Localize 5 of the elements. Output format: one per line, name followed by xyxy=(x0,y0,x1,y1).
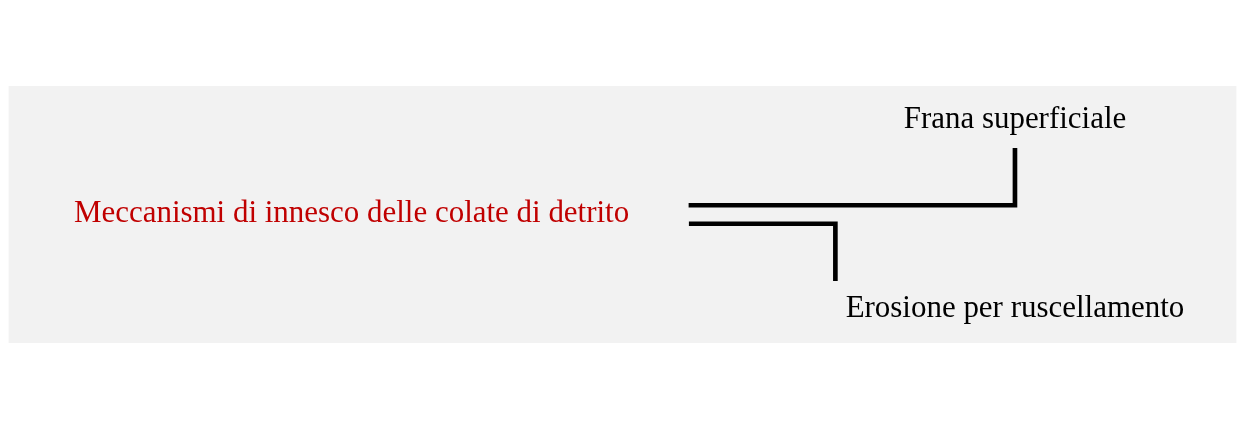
connector xyxy=(688,147,1018,208)
node-text: Frana superficiale xyxy=(903,99,1127,135)
node-text: Meccanismi di innesco delle colate di detrito xyxy=(73,194,630,230)
connector xyxy=(688,221,838,282)
node-text: Erosione per ruscellamento xyxy=(845,288,1185,324)
